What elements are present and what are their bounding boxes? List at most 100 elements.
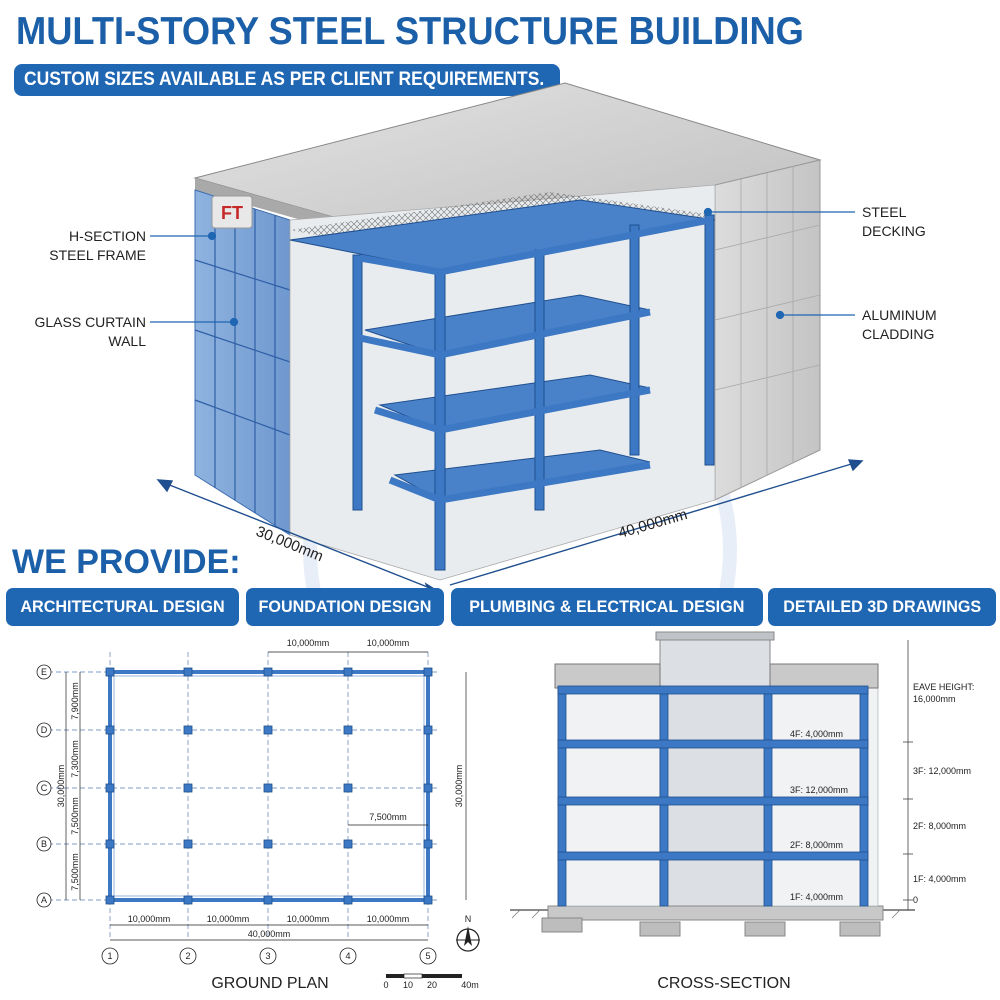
plan-column xyxy=(183,725,193,735)
steel-beams xyxy=(359,216,711,504)
plan-column xyxy=(105,783,115,793)
row-spacing: 7,900mm xyxy=(70,682,80,720)
logo-badge xyxy=(211,195,253,229)
scale-bar: 0 10 20 40m xyxy=(383,973,479,990)
plan-column xyxy=(343,783,353,793)
plan-column xyxy=(105,839,115,849)
plan-column xyxy=(183,895,193,905)
section-dim-line xyxy=(903,640,913,910)
top-spacing: 10,000mm xyxy=(287,638,330,648)
plan-column xyxy=(263,667,273,677)
right-floor-3f: 3F: 12,000mm xyxy=(913,766,971,776)
subtitle-banner: CUSTOM SIZES AVAILABLE AS PER CLIENT REQ… xyxy=(14,64,560,96)
col-bubble xyxy=(259,947,277,965)
callout-aluminum-cladding-line2: CLADDING xyxy=(862,326,935,342)
page-title: MULTI-STORY STEEL STRUCTURE BUILDING xyxy=(16,10,804,53)
inner-floor-4f: 4F: 4,000mm xyxy=(790,729,843,739)
curtain-mullions xyxy=(194,197,291,525)
plan-column xyxy=(423,783,433,793)
service-plumbing-electrical-design: PLUMBING & ELECTRICAL DESIGN xyxy=(451,588,763,626)
callout-steel-decking-line2: DECKING xyxy=(862,223,926,239)
row-label: B xyxy=(41,839,47,849)
callout-leaders xyxy=(150,207,855,327)
service-architectural-design: ARCHITECTURAL DESIGN xyxy=(6,588,239,626)
plan-column xyxy=(183,839,193,849)
glass-curtain-wall xyxy=(194,189,291,536)
roof-right xyxy=(769,663,879,689)
col-bubble xyxy=(339,947,357,965)
plan-column xyxy=(343,667,353,677)
col-bubble xyxy=(419,947,437,965)
col-bubble xyxy=(179,947,197,965)
stair-core xyxy=(659,635,771,907)
plan-column xyxy=(343,895,353,905)
total-depth-left: 30,000mm xyxy=(56,765,66,808)
plan-column xyxy=(183,667,193,677)
plan-column xyxy=(423,725,433,735)
col-spacing: 10,000mm xyxy=(128,914,171,924)
row-label: C xyxy=(41,783,48,793)
top-spacing: 10,000mm xyxy=(367,638,410,648)
row-label: D xyxy=(41,725,48,735)
row-bubble xyxy=(36,664,52,680)
col-label: 3 xyxy=(265,951,270,961)
plan-column xyxy=(343,839,353,849)
total-depth-right: 30,000mm xyxy=(454,765,464,808)
foundation-slab xyxy=(547,905,884,921)
footings xyxy=(541,917,881,937)
right-floor-2f: 2F: 8,000mm xyxy=(913,821,966,831)
service-label: PLUMBING & ELECTRICAL DESIGN xyxy=(469,597,745,616)
col-label: 5 xyxy=(425,951,430,961)
plan-column xyxy=(105,667,115,677)
services-row: ARCHITECTURAL DESIGN FOUNDATION DESIGN P… xyxy=(6,588,996,626)
callout-aluminum-cladding: ALUMINUM CLADDING xyxy=(862,306,937,344)
row-spacing: 7,500mm xyxy=(70,797,80,835)
callout-steel-decking: STEEL DECKING xyxy=(862,203,926,241)
ground-plan-label: GROUND PLAN xyxy=(211,975,328,992)
inner-dim: 7,500mm xyxy=(369,812,407,822)
callout-steel-decking-line1: STEEL xyxy=(862,204,907,220)
plan-column xyxy=(263,783,273,793)
eave-height-value: 16,000mm xyxy=(913,694,956,704)
eave-height-label: EAVE HEIGHT: xyxy=(913,682,974,692)
col-spacing: 10,000mm xyxy=(287,914,330,924)
service-detailed-3d-drawings: DETAILED 3D DRAWINGS xyxy=(768,588,996,626)
scale-tick-40: 40m xyxy=(461,980,479,990)
col-label: 1 xyxy=(107,951,112,961)
plan-column xyxy=(343,725,353,735)
callout-glass-wall-line1: GLASS CURTAIN xyxy=(34,314,146,330)
row-label: A xyxy=(41,895,47,905)
scale-tick-10: 10 xyxy=(403,980,413,990)
row-spacing: 7,500mm xyxy=(70,853,80,891)
callout-aluminum-cladding-line1: ALUMINUM xyxy=(862,307,937,323)
right-floor-1f: 1F: 4,000mm xyxy=(913,874,966,884)
plan-column xyxy=(423,895,433,905)
zero-level: 0 xyxy=(913,895,918,905)
section-beams xyxy=(557,685,869,861)
col-bubble xyxy=(101,947,119,965)
callout-steel-frame-line1: H-SECTION xyxy=(69,228,146,244)
row-bubble xyxy=(36,892,52,908)
plan-column xyxy=(105,895,115,905)
plan-column xyxy=(423,667,433,677)
inner-floor-2f: 2F: 8,000mm xyxy=(790,840,843,850)
plan-column xyxy=(423,839,433,849)
service-label: ARCHITECTURAL DESIGN xyxy=(20,597,225,616)
row-bubble xyxy=(36,836,52,852)
row-bubble xyxy=(36,722,52,738)
col-spacing: 10,000mm xyxy=(207,914,250,924)
provide-heading: WE PROVIDE: xyxy=(12,543,241,581)
inner-floor-3f: 3F: 12,000mm xyxy=(790,785,848,795)
col-spacing: 10,000mm xyxy=(367,914,410,924)
plan-column xyxy=(263,895,273,905)
row-label: E xyxy=(41,667,47,677)
roof-left xyxy=(554,663,661,689)
plan-column xyxy=(183,783,193,793)
row-bubble xyxy=(36,780,52,796)
core-roof xyxy=(655,631,775,641)
inner-floor-1f: 1F: 4,000mm xyxy=(790,892,843,902)
cross-section: EAVE HEIGHT: 16,000mm 4F: 4,000mm 3F: 12… xyxy=(510,631,974,992)
aluminum-cladding-wall xyxy=(714,159,821,501)
logo-text: FT xyxy=(221,203,243,223)
